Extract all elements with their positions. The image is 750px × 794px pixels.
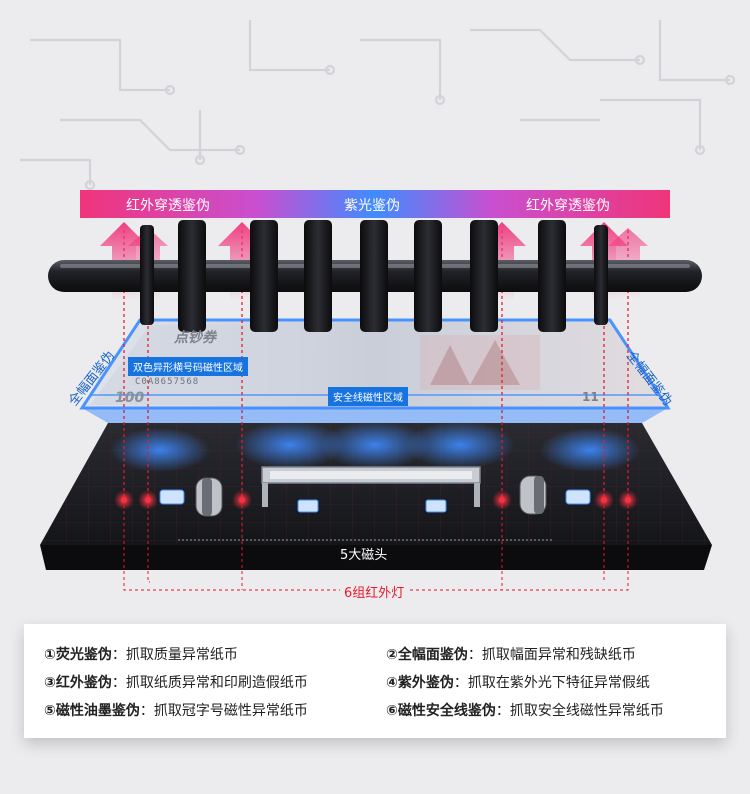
note-denomination: 100	[115, 390, 145, 406]
detection-banner	[80, 190, 670, 218]
serial-magnetic-tag: 双色异形横号码磁性区域	[128, 357, 248, 376]
lights-label: 6组红外灯	[340, 582, 409, 601]
feature-item: ④紫外鉴伪：抓取在紫外光下特征异常假纸	[386, 675, 650, 691]
circuit-background	[20, 20, 736, 191]
machine-base-front	[40, 545, 712, 570]
thread-magnetic-tag: 安全线磁性区域	[328, 387, 408, 406]
note-serial: C0A8657568	[135, 377, 200, 387]
feature-item: ⑥磁性安全线鉴伪：抓取安全线磁性异常纸币	[386, 703, 664, 719]
heads-label: 5大磁头	[340, 548, 388, 563]
lights-connector	[123, 505, 629, 591]
feature-item: ①荧光鉴伪：抓取质量异常纸币	[44, 647, 238, 663]
feature-item: ③红外鉴伪：抓取纸质异常和印刷造假纸币	[44, 675, 308, 691]
infrared-left-label: 红外穿透鉴伪	[126, 198, 210, 214]
note-brand: 点钞券	[174, 330, 216, 346]
infrared-right-label: 红外穿透鉴伪	[526, 198, 610, 214]
uv-center-label: 紫光鉴伪	[344, 198, 400, 214]
feed-rollers	[140, 220, 608, 332]
features-panel: ①荧光鉴伪：抓取质量异常纸币 ②全幅面鉴伪：抓取幅面异常和残缺纸币 ③红外鉴伪：…	[24, 624, 726, 738]
feature-item: ⑤磁性油墨鉴伪：抓取冠字号磁性异常纸币	[44, 703, 308, 719]
note-denomination-small: 11	[582, 390, 599, 404]
infrared-lights	[114, 490, 638, 510]
magnetic-head-assembly	[159, 466, 591, 517]
feature-item: ②全幅面鉴伪：抓取幅面异常和残缺纸币	[386, 647, 636, 663]
